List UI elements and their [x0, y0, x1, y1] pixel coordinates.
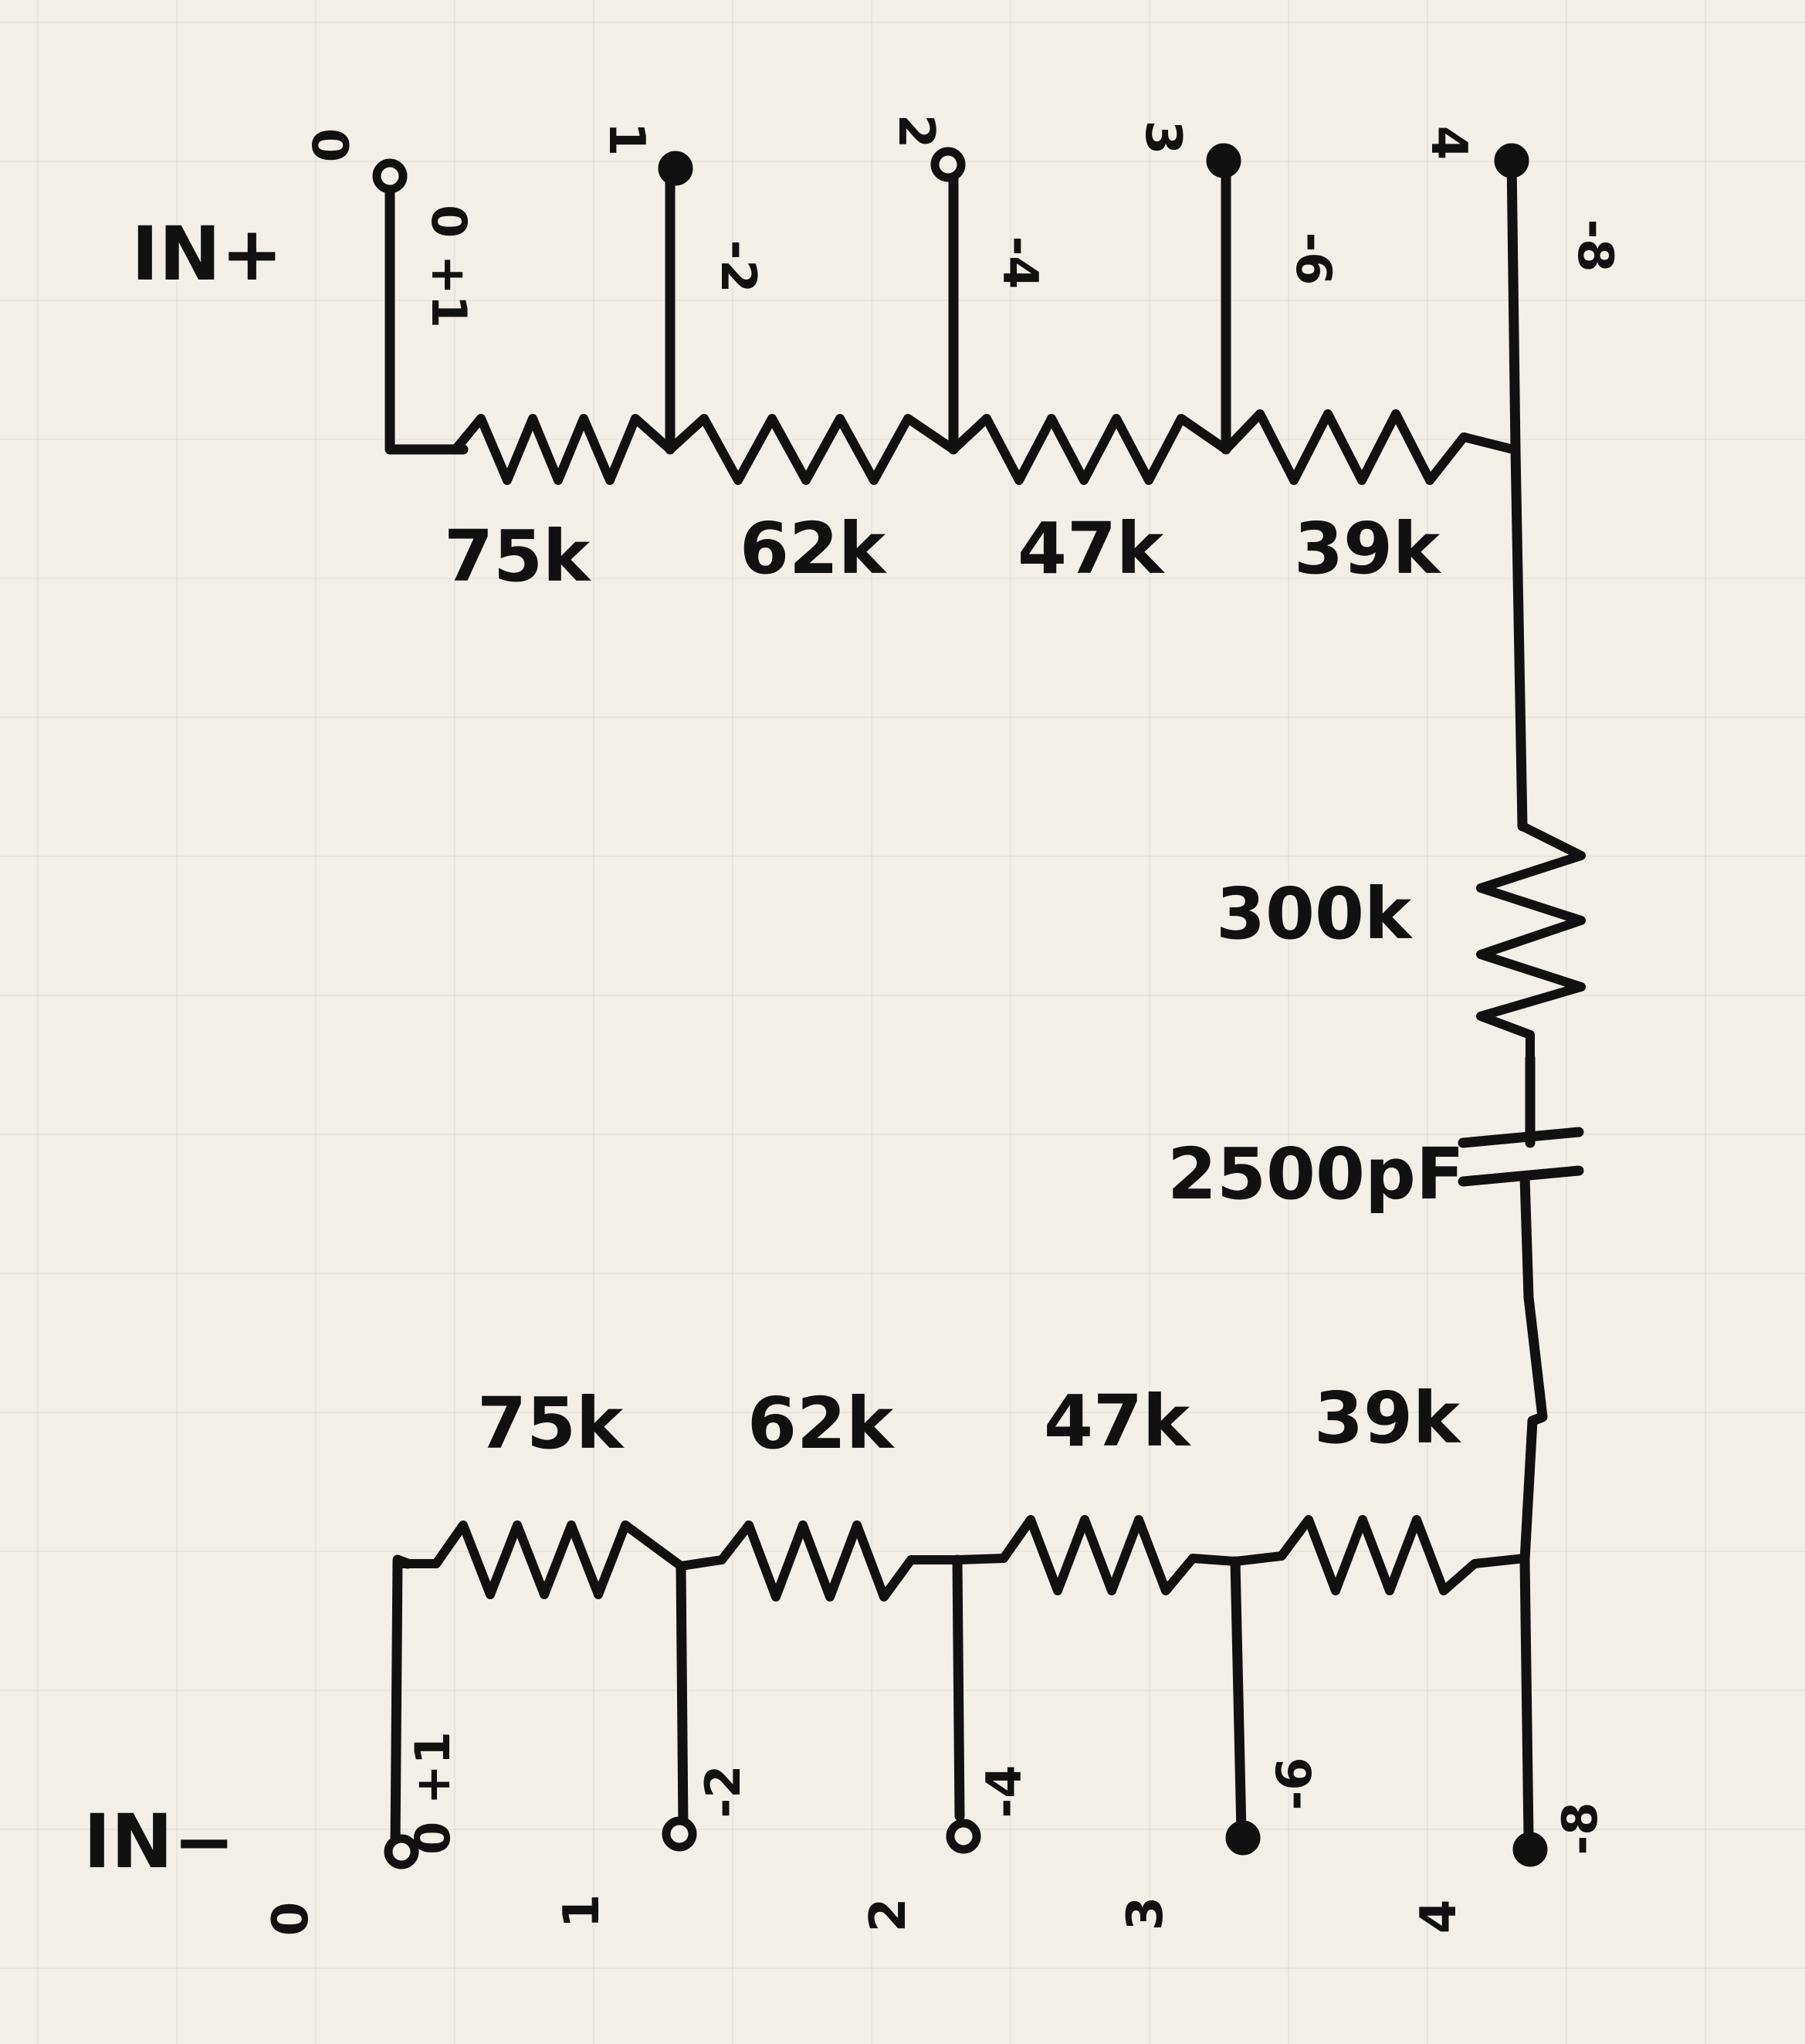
bottom-position-4: 4 — [1410, 1900, 1468, 1934]
bottom-gain-2: -4 — [976, 1765, 1032, 1819]
top-resistor-4-label: 39k — [1294, 507, 1441, 590]
bottom-resistor-1 — [397, 1520, 686, 1599]
bottom-position-1: 1 — [554, 1894, 611, 1929]
bottom-gain-1: -2 — [695, 1765, 751, 1819]
bridge-wire-bottom — [1519, 1172, 1548, 1565]
top-terminal-2[interactable] — [930, 147, 966, 182]
top-position-4: 4 — [1420, 126, 1477, 161]
bridge-resistor-300k-label: 300k — [1216, 873, 1413, 955]
top-terminal-3[interactable] — [1206, 143, 1241, 178]
top-ladder: 75k 62k 47k 39k 0 1 2 3 4 0 +1 -2 -4 -6 … — [300, 114, 1624, 598]
bottom-resistor-2-label: 62k — [747, 1382, 895, 1465]
bridge: 300k 2500pF — [1167, 155, 1586, 1565]
top-gain-2: -4 — [992, 236, 1048, 290]
bottom-gain-4: -8 — [1552, 1802, 1608, 1856]
bottom-position-0: 0 — [262, 1902, 320, 1937]
top-gain-3: -6 — [1285, 232, 1342, 286]
bottom-resistor-3-label: 47k — [1044, 1380, 1191, 1463]
bottom-resistor-4 — [1231, 1515, 1529, 1595]
bottom-wire-tap-2 — [952, 1554, 965, 1822]
top-resistor-1-label: 75k — [444, 515, 591, 598]
top-resistor-2 — [665, 414, 958, 485]
top-resistor-3 — [949, 414, 1231, 485]
bottom-terminal-4[interactable] — [1512, 1832, 1548, 1867]
bottom-resistor-4-label: 39k — [1314, 1377, 1461, 1459]
top-resistor-4 — [1221, 409, 1518, 485]
bottom-position-3: 3 — [1117, 1897, 1174, 1931]
capacitor-label: 2500pF — [1167, 1133, 1465, 1215]
bottom-gain-0: 0 +1 — [405, 1731, 461, 1855]
top-terminal-1[interactable] — [658, 151, 693, 186]
top-position-2: 2 — [887, 114, 944, 149]
top-resistor-2-label: 62k — [740, 507, 887, 590]
bottom-terminal-1[interactable] — [662, 1816, 697, 1852]
top-resistor-3-label: 47k — [1018, 507, 1165, 590]
bridge-resistor-300k — [1476, 822, 1586, 1063]
top-gain-4: -8 — [1567, 219, 1624, 273]
top-position-3: 3 — [1134, 120, 1191, 155]
bottom-gain-3: -6 — [1266, 1758, 1322, 1811]
bridge-wire-top — [1506, 155, 1528, 832]
bottom-terminal-2[interactable] — [946, 1819, 981, 1854]
input-label-negative: IN− — [83, 1798, 235, 1885]
top-position-1: 1 — [598, 122, 655, 157]
bottom-resistor-3 — [953, 1515, 1240, 1595]
bottom-terminal-3[interactable] — [1225, 1820, 1261, 1856]
bottom-ladder: 75k 62k 47k 39k 0 1 2 3 4 0 +1 -2 -4 -6 … — [262, 1377, 1608, 1936]
input-label-positive: IN+ — [131, 211, 283, 297]
bottom-wire-tap-1 — [676, 1561, 689, 1834]
top-wire-left — [384, 171, 469, 455]
top-terminal-0[interactable] — [372, 158, 408, 194]
capacitor-plate-top — [1458, 1127, 1584, 1148]
bottom-terminal-0[interactable] — [384, 1834, 419, 1869]
bottom-wire-tap-3 — [1230, 1556, 1247, 1837]
bottom-resistor-2 — [676, 1520, 962, 1602]
top-resistor-1 — [451, 414, 675, 485]
bottom-wire-tap-4 — [1519, 1554, 1534, 1843]
top-gain-1: -2 — [710, 240, 767, 293]
top-position-0: 0 — [300, 128, 357, 163]
bottom-resistor-1-label: 75k — [477, 1382, 625, 1465]
bottom-position-2: 2 — [860, 1898, 917, 1933]
top-gain-0: 0 +1 — [421, 205, 477, 328]
